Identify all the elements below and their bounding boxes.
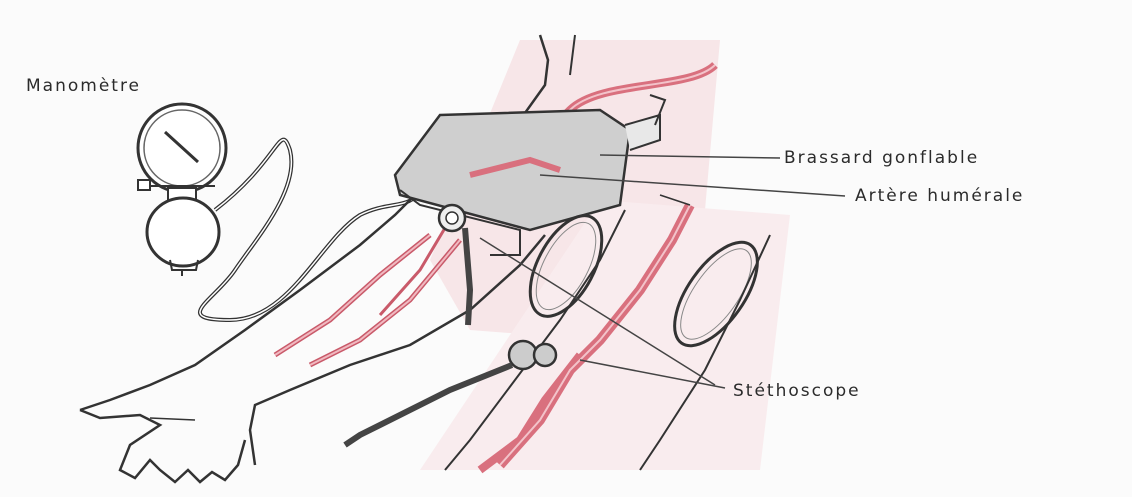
- label-artere: Artère humérale: [855, 186, 1024, 206]
- label-brassard: Brassard gonflable: [784, 148, 979, 168]
- label-manometre: Manomètre: [26, 76, 141, 96]
- manometer: [138, 104, 226, 276]
- manometer-tube: [200, 140, 420, 320]
- label-stethoscope: Stéthoscope: [733, 381, 861, 401]
- forearm-arteries: [275, 228, 460, 365]
